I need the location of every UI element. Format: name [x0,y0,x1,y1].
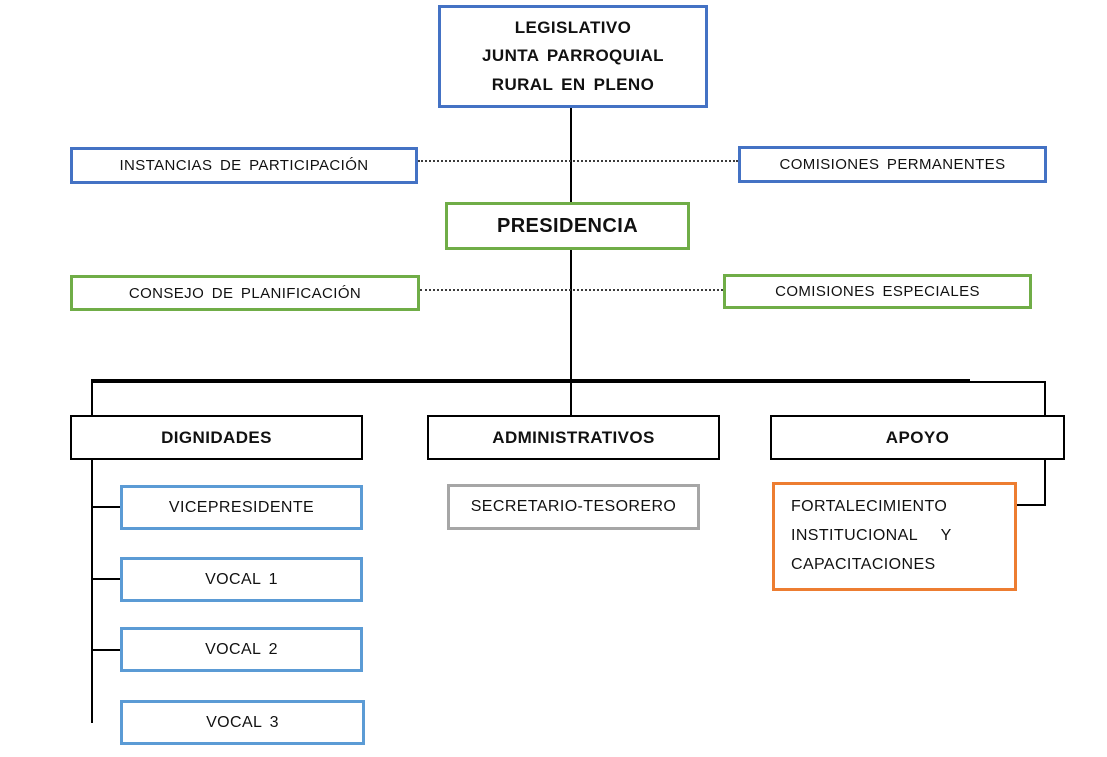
node-label: INSTITUCIONAL Y [791,527,952,545]
node-label: CONSEJO DE PLANIFICACIÓN [128,284,362,302]
node-label: PRESIDENCIA [496,214,639,237]
node-fortalecimiento-institucional: FORTALECIMIENTO INSTITUCIONAL Y CAPACITA… [772,482,1017,591]
node-label: COMISIONES PERMANENTES [779,156,1006,173]
node-comisiones-permanentes: COMISIONES PERMANENTES [738,146,1047,183]
node-presidencia: PRESIDENCIA [445,202,690,250]
connector-vicepresidente-stub [91,506,120,508]
connector-dotted-planificacion-especiales [420,289,723,291]
connector-fortalecimiento-stub [1017,504,1046,506]
node-administrativos: ADMINISTRATIVOS [427,415,720,460]
node-label: SECRETARIO-TESORERO [470,498,677,515]
node-label: APOYO [885,427,950,447]
node-comisiones-especiales: COMISIONES ESPECIALES [723,274,1032,309]
connector-legislativo-presidencia [570,108,572,202]
connector-left-spine [91,379,93,723]
node-consejo-de-planificacion: CONSEJO DE PLANIFICACIÓN [70,275,420,311]
connector-presidencia-administrativos [570,250,572,415]
node-dignidades: DIGNIDADES [70,415,363,460]
node-label: CAPACITACIONES [791,555,936,573]
node-label: VICEPRESIDENTE [168,498,315,516]
node-label: INSTANCIAS DE PARTICIPACIÓN [119,157,369,174]
connector-right-vertical-bottom [1044,460,1046,506]
connector-vocal1-stub [91,578,120,580]
node-vocal-3: VOCAL 3 [120,700,365,745]
connector-horizontal-main [91,379,970,383]
node-legislativo-junta-parroquial: LEGISLATIVO JUNTA PARROQUIAL RURAL EN PL… [438,5,708,108]
node-vocal-1: VOCAL 1 [120,557,363,602]
node-label: VOCAL 3 [206,713,279,731]
node-instancias-de-participacion: INSTANCIAS DE PARTICIPACIÓN [70,147,418,184]
node-apoyo: APOYO [770,415,1065,460]
connector-right-horizontal [968,381,1046,383]
node-label: JUNTA PARROQUIAL [482,46,664,66]
node-secretario-tesorero: SECRETARIO-TESORERO [447,484,700,530]
node-label: RURAL EN PLENO [491,74,655,94]
connector-vocal2-stub [91,649,120,651]
node-label: LEGISLATIVO [514,18,632,38]
node-label: VOCAL 1 [205,570,278,588]
node-label: COMISIONES ESPECIALES [775,283,980,300]
node-label: FORTALECIMIENTO [791,498,948,516]
node-label: DIGNIDADES [161,427,272,447]
node-vicepresidente: VICEPRESIDENTE [120,485,363,530]
node-label: VOCAL 2 [205,640,278,658]
node-vocal-2: VOCAL 2 [120,627,363,672]
connector-right-vertical-top [1044,381,1046,415]
connector-dotted-participacion-permanentes [418,160,738,162]
node-label: ADMINISTRATIVOS [492,427,655,447]
